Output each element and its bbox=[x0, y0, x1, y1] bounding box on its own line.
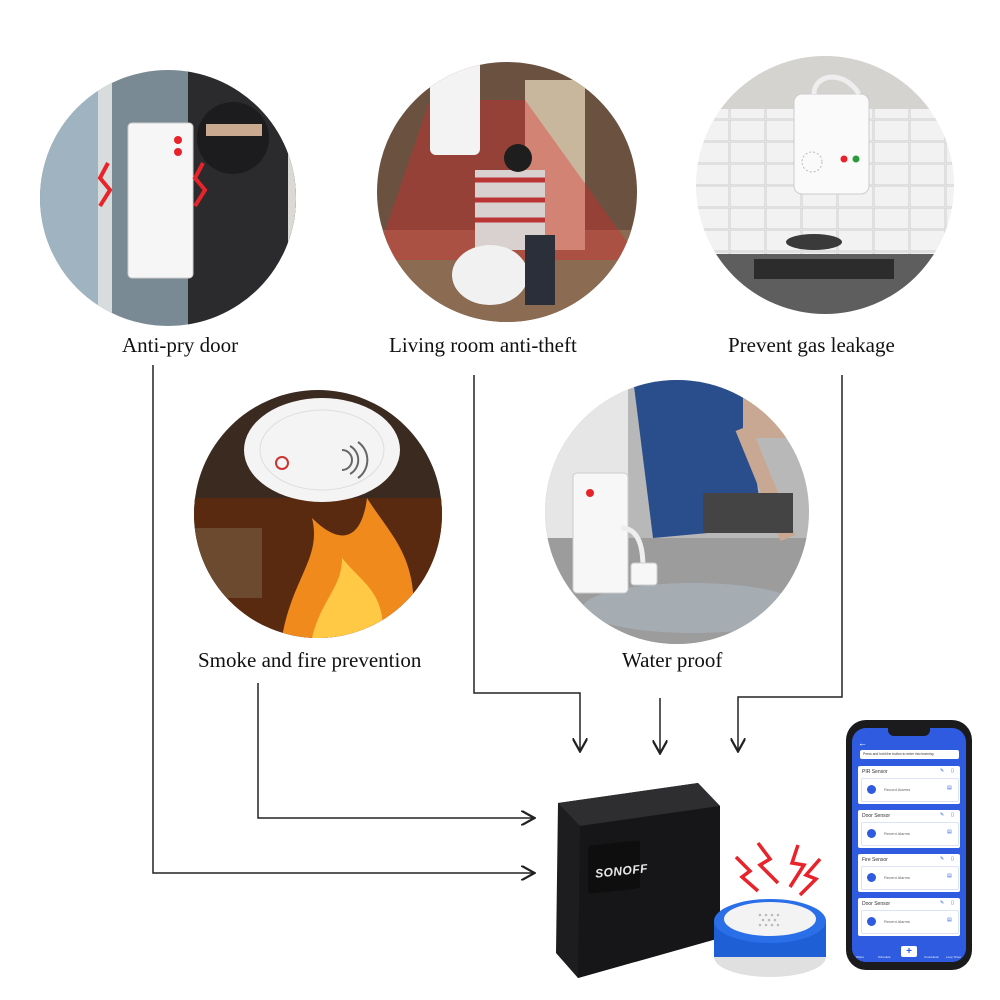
line-living-to-hub bbox=[473, 375, 580, 750]
record-icon[interactable]: ▤ bbox=[947, 829, 952, 835]
phone-add-button[interactable]: + bbox=[901, 946, 917, 957]
siren-device bbox=[708, 835, 843, 980]
burglar-head bbox=[197, 102, 269, 174]
smoke-scene-image bbox=[194, 390, 442, 638]
gas-scene-image bbox=[696, 56, 954, 314]
phone-sensor-card[interactable]: Fire Sensor ✎ ▯ Recent Alarms ▤ bbox=[858, 854, 960, 892]
phone-screen: ← Press and hold the button to enter int… bbox=[852, 728, 966, 962]
living-room-scene-label: Living room anti-theft bbox=[389, 333, 577, 357]
siren-image bbox=[714, 841, 826, 977]
phone-notch bbox=[888, 728, 930, 736]
phone-nav-item[interactable]: Share bbox=[856, 955, 865, 959]
sensor-card-row: Recent Alarms ▤ bbox=[861, 822, 959, 846]
sensor-card-row: Recent Alarms ▤ bbox=[861, 910, 959, 934]
phone-back-icon[interactable]: ← bbox=[858, 738, 867, 748]
bell-icon bbox=[867, 829, 876, 838]
living-room-scene-image bbox=[377, 62, 637, 322]
phone-nav-item[interactable]: Schedule bbox=[878, 955, 891, 959]
water-scene bbox=[543, 378, 811, 646]
door-sensor bbox=[127, 122, 194, 279]
record-icon[interactable]: ▤ bbox=[947, 785, 952, 791]
gas-scene bbox=[694, 54, 956, 316]
sensor-card-subtitle: Recent Alarms bbox=[884, 875, 911, 880]
phone-nav-item[interactable]: Loop Timer bbox=[946, 955, 962, 959]
record-icon[interactable]: ▤ bbox=[947, 917, 952, 923]
smoke-detector bbox=[244, 398, 400, 502]
water-scene-image bbox=[545, 380, 809, 644]
record-icon[interactable]: ▤ bbox=[947, 873, 952, 879]
phone-sensor-card[interactable]: Door Sensor ✎ ▯ Recent Alarms ▤ bbox=[858, 898, 960, 936]
sensor-card-subtitle: Recent Alarms bbox=[884, 831, 911, 836]
gas-detector bbox=[793, 93, 870, 195]
delete-icon[interactable]: ▯ bbox=[951, 900, 954, 906]
pir-sensor bbox=[430, 62, 480, 155]
bell-icon bbox=[867, 917, 876, 926]
sensor-card-title: Fire Sensor bbox=[862, 857, 888, 863]
sensor-card-subtitle: Recent Alarms bbox=[884, 919, 911, 924]
water-scene-label: Water proof bbox=[622, 648, 723, 672]
phone-bottom-nav: + Share Schedule Countdown Loop Timer bbox=[852, 944, 966, 962]
delete-icon[interactable]: ▯ bbox=[951, 812, 954, 818]
edit-icon[interactable]: ✎ bbox=[940, 812, 945, 818]
smartphone: ← Press and hold the button to enter int… bbox=[846, 720, 972, 970]
door-scene-label: Anti-pry door bbox=[122, 333, 239, 357]
sensor-card-row: Recent Alarms ▤ bbox=[861, 866, 959, 890]
line-gas-to-hub bbox=[738, 375, 843, 750]
smoke-scene bbox=[192, 388, 444, 640]
sensor-card-row: Record Alarms ▤ bbox=[861, 778, 959, 802]
bridge-hub-image bbox=[556, 783, 720, 978]
smoke-scene-label: Smoke and fire prevention bbox=[198, 648, 422, 672]
phone-sensor-card[interactable]: Door Sensor ✎ ▯ Recent Alarms ▤ bbox=[858, 810, 960, 848]
sensor-card-title: Door Sensor bbox=[862, 813, 891, 819]
bell-icon bbox=[867, 785, 876, 794]
phone-nav-item[interactable]: Countdown bbox=[924, 955, 940, 959]
water-leak-sensor bbox=[572, 472, 629, 594]
line-door-to-hub bbox=[152, 365, 533, 873]
phone-banner: Press and hold the button to enter into … bbox=[860, 750, 959, 759]
bell-icon bbox=[867, 873, 876, 882]
delete-icon[interactable]: ▯ bbox=[951, 768, 954, 774]
gas-scene-label: Prevent gas leakage bbox=[728, 333, 895, 357]
sensor-card-subtitle: Record Alarms bbox=[884, 787, 911, 792]
line-smoke-to-hub bbox=[257, 683, 533, 818]
door-scene-image bbox=[40, 70, 296, 326]
edit-icon[interactable]: ✎ bbox=[940, 856, 945, 862]
bridge-hub: SONOFF bbox=[548, 778, 728, 983]
sensor-card-title: Door Sensor bbox=[862, 901, 891, 907]
delete-icon[interactable]: ▯ bbox=[951, 856, 954, 862]
phone-sensor-card[interactable]: PIR Sensor ✎ ▯ Record Alarms ▤ bbox=[858, 766, 960, 804]
edit-icon[interactable]: ✎ bbox=[940, 900, 945, 906]
sensor-card-title: PIR Sensor bbox=[862, 769, 888, 775]
door-scene bbox=[38, 68, 298, 328]
edit-icon[interactable]: ✎ bbox=[940, 768, 945, 774]
living-room-scene bbox=[375, 60, 640, 325]
